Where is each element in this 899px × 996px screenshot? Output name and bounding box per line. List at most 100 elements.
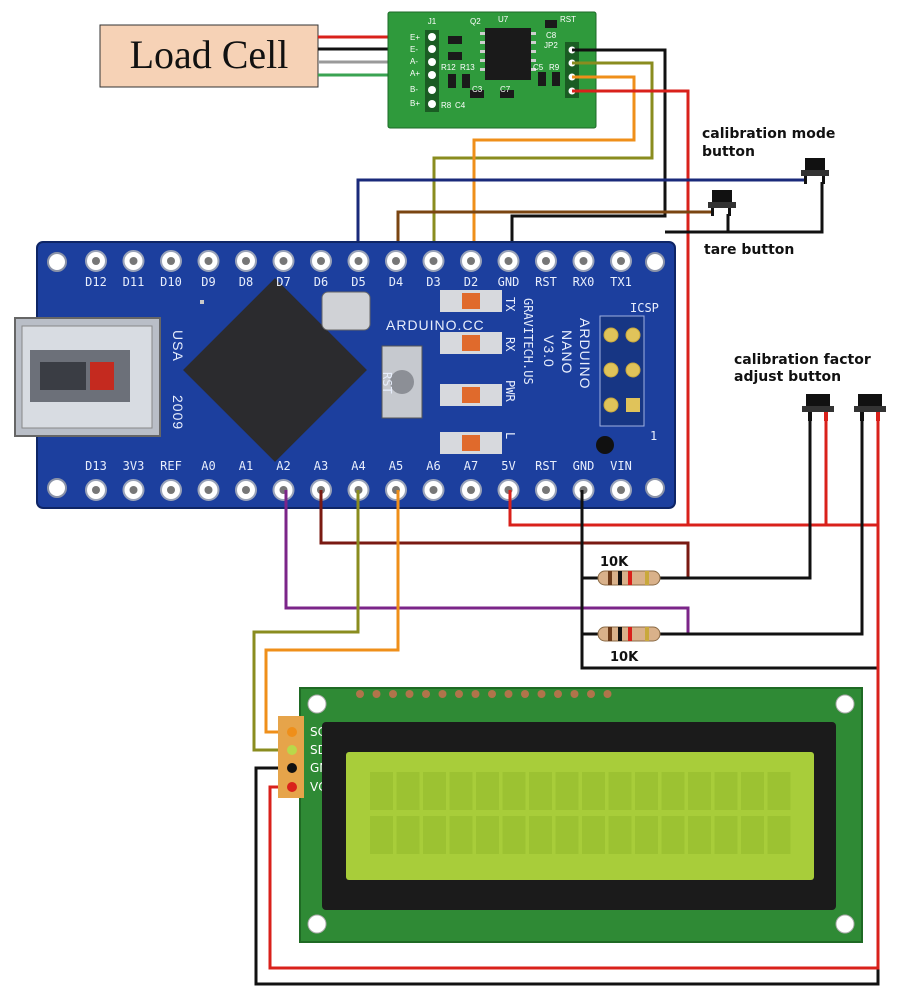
resistor-1 — [597, 570, 661, 586]
lcd-cell — [423, 816, 446, 854]
pin-label-d2: D2 — [464, 275, 478, 289]
pin-label-d10: D10 — [160, 275, 182, 289]
calibration-factor-button-1[interactable] — [802, 394, 834, 421]
pin-label-d13: D13 — [85, 459, 107, 473]
label-c5: C5 — [533, 63, 544, 72]
lcd-cell — [449, 816, 473, 854]
resistor-2 — [597, 626, 661, 642]
lcd-module: SCL SDA GND VCC — [278, 687, 863, 943]
load-cell: Load Cell — [99, 24, 319, 88]
lcd-cell — [714, 816, 738, 854]
label-e-minus: E- — [410, 45, 418, 54]
calibration-factor-label: calibration factor adjust button — [734, 352, 876, 385]
bottom-wires — [252, 420, 880, 986]
label-r13: R13 — [460, 63, 475, 72]
label-c4: C4 — [455, 101, 466, 110]
lcd-cell — [635, 772, 658, 810]
label-b-minus: B- — [410, 85, 418, 94]
pin-label-d3: D3 — [426, 275, 440, 289]
lcd-cell — [423, 772, 446, 810]
lcd-pad — [504, 690, 513, 698]
pin-hole — [467, 486, 475, 494]
lcd-cell — [476, 772, 499, 810]
lcd-pad — [405, 690, 414, 698]
label-c8: C8 — [546, 31, 557, 40]
pin-hole — [242, 257, 250, 265]
calibration-mode-button[interactable] — [801, 158, 829, 184]
lcd-pad — [471, 690, 480, 698]
calibration-factor-button-2[interactable] — [854, 394, 886, 421]
lcd-pad — [356, 690, 364, 698]
pin-label-rx0: RX0 — [573, 275, 595, 289]
pin-label-a4: A4 — [351, 459, 365, 473]
label-a-minus: A- — [410, 57, 418, 66]
pin-hole — [542, 486, 550, 494]
lcd-pad — [537, 690, 546, 698]
pin-hole — [204, 486, 213, 494]
hx711-module: J1 Q2 U7 RST JP2 C8 R12 R13 C5 R9 R8 C4 … — [387, 11, 597, 129]
pin-label-d6: D6 — [314, 275, 328, 289]
calibration-mode-label-line2: button — [702, 144, 755, 160]
pin-hole — [354, 257, 363, 265]
pin-hole — [429, 257, 438, 265]
silk-nano: NANO — [559, 330, 575, 374]
label-c7: C7 — [500, 85, 511, 94]
pin-label-3v3: 3V3 — [123, 459, 145, 473]
label-r9: R9 — [549, 63, 560, 72]
lcd-cell — [661, 772, 685, 810]
lcd-cell — [449, 772, 473, 810]
lcd-cell — [476, 816, 499, 854]
pin-hole — [429, 486, 438, 494]
pin-label-gnd: GND — [498, 275, 520, 289]
pin-hole — [617, 257, 625, 265]
silk-led-tx: TX — [503, 297, 517, 312]
pin-label-a7: A7 — [464, 459, 478, 473]
lcd-cell — [529, 816, 552, 854]
pin-hole — [467, 257, 475, 265]
lcd-pad — [422, 690, 430, 698]
calibration-factor-label-line2: adjust button — [734, 369, 841, 385]
lcd-cell — [741, 816, 764, 854]
pin-hole — [129, 486, 138, 494]
tare-button[interactable] — [708, 190, 736, 216]
pin-label-5v: 5V — [501, 459, 515, 473]
pin-label-d11: D11 — [123, 275, 145, 289]
pin-label-d4: D4 — [389, 275, 403, 289]
tare-button-label: tare button — [704, 242, 794, 258]
resistor-2-label: 10K — [610, 650, 639, 665]
lcd-cell — [688, 816, 711, 854]
lcd-cell — [529, 772, 552, 810]
lcd-pad — [455, 690, 463, 698]
calibration-factor-label-line1: calibration factor — [734, 352, 871, 368]
lcd-pad — [521, 690, 529, 698]
lcd-pad — [389, 690, 397, 698]
pin-label-a0: A0 — [201, 459, 215, 473]
pin-hole — [504, 257, 513, 265]
silk-led-l: L — [503, 432, 517, 439]
lcd-cell — [635, 816, 658, 854]
lcd-cell — [396, 772, 420, 810]
lcd-pad — [554, 690, 562, 698]
silk-maker: GRAVITECH.US — [521, 298, 535, 385]
lcd-cell — [608, 816, 632, 854]
lcd-cell — [555, 816, 579, 854]
silk-usa: USA — [170, 330, 186, 362]
lcd-cell — [608, 772, 632, 810]
pin-label-a3: A3 — [314, 459, 328, 473]
label-a-plus: A+ — [410, 69, 420, 78]
pin-hole — [579, 257, 588, 265]
load-cell-label: Load Cell — [130, 32, 289, 77]
lcd-cell — [767, 816, 791, 854]
pin-label-d9: D9 — [201, 275, 215, 289]
hx711-silkscreen: J1 Q2 U7 RST JP2 C8 R12 R13 C5 R9 R8 C4 … — [410, 15, 576, 110]
label-r8: R8 — [441, 101, 452, 110]
pin-label-a1: A1 — [239, 459, 253, 473]
pin-label-a2: A2 — [276, 459, 290, 473]
pin-hole — [279, 257, 288, 265]
pin-label-d5: D5 — [351, 275, 365, 289]
pin-hole — [92, 486, 100, 494]
label-jp2: JP2 — [544, 41, 558, 50]
